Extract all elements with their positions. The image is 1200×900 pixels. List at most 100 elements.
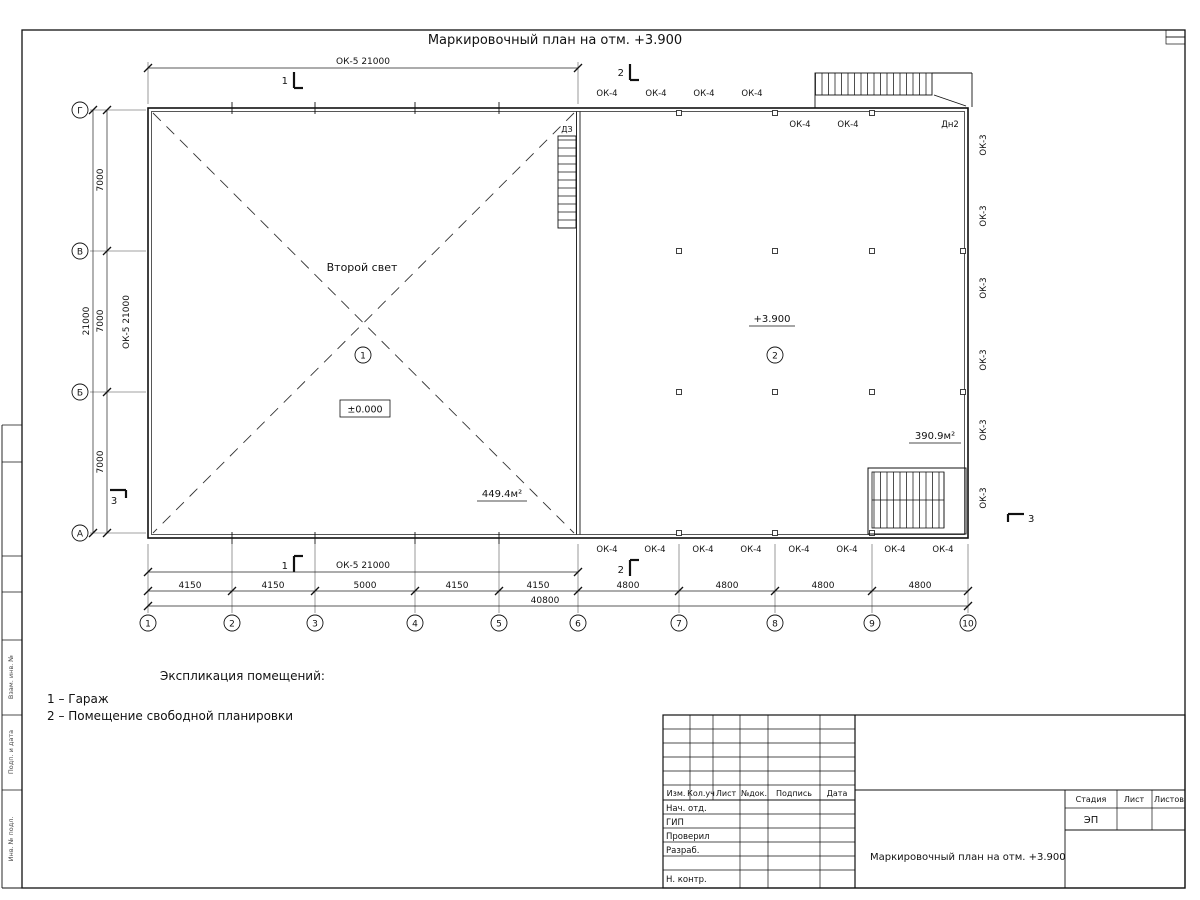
section-3-left: 3 (111, 496, 117, 507)
window-label-ok4: ОК-4 (837, 120, 858, 130)
dim-bottom-seg: 4800 (812, 581, 835, 591)
margin-label-podp: Подп. и дата (7, 730, 15, 774)
axis-number: 4 (412, 620, 418, 630)
stair-top-middle: ДЗ (557, 125, 577, 229)
room2-number: 2 (772, 352, 778, 362)
section-1-bottom: 1 (282, 561, 288, 572)
dim-left-seg: 7000 (96, 168, 106, 191)
window-label-ok4: ОК-4 (788, 545, 809, 555)
axis-numbers-bottom: 1 2 3 4 5 6 7 8 9 10 (145, 620, 974, 630)
tb-doc-title: Маркировочный план на отм. +3.900 (870, 852, 1066, 863)
room1-labels: Второй свет 1 ±0.000 449.4м² (327, 261, 527, 502)
door-label-dn2: Дн2 (941, 120, 959, 130)
axis-letters-left: Г В Б А (77, 107, 84, 540)
stair-dz-label: ДЗ (561, 125, 572, 134)
window-label-ok4: ОК-4 (740, 545, 761, 555)
axis-number: 8 (772, 620, 778, 630)
window-label-ok4: ОК-4 (644, 545, 665, 555)
axis-number: 6 (575, 620, 581, 630)
window-label-ok4: ОК-4 (884, 545, 905, 555)
tb-col-header: №док. (741, 789, 767, 798)
tb-col-header: Подпись (776, 789, 812, 798)
room2-area: 390.9м² (915, 431, 955, 442)
sheet-frame (1, 29, 1186, 889)
tb-row-label: Н. контр. (666, 875, 707, 885)
window-label-ok4: ОК-4 (693, 89, 714, 99)
axis-letter: В (77, 248, 83, 258)
tb-col-header: Лист (716, 789, 737, 798)
window-label-ok3: ОК-3 (979, 277, 989, 298)
tb-sheet-label: Лист (1124, 795, 1145, 804)
title-block (662, 714, 1186, 889)
window-label-ok3: ОК-3 (979, 349, 989, 370)
axis-letter: А (77, 530, 84, 540)
tb-stage-label: Стадия (1076, 795, 1107, 804)
dim-bottom-seg: 4800 (716, 581, 739, 591)
axis-number: 10 (962, 620, 974, 630)
window-label-ok3: ОК-3 (979, 205, 989, 226)
axis-letter: Г (77, 107, 83, 117)
room1-level-box (339, 399, 391, 418)
dim-bottom-seg: 4150 (527, 581, 550, 591)
drawing-title: Маркировочный план на отм. +3.900 (428, 33, 682, 48)
margin-label-inv: Инв. № подл. (7, 817, 15, 862)
axis-number: 9 (869, 620, 875, 630)
section-marks: 1 1 2 2 3 3 (110, 64, 1034, 576)
room1-number: 1 (360, 352, 366, 362)
dim-ok5-top: ОК-5 21000 (336, 57, 390, 67)
axis-number: 2 (229, 620, 235, 630)
dim-bottom-seg: 4800 (909, 581, 932, 591)
tb-row-label: Проверил (666, 832, 710, 842)
window-label-ok3: ОК-3 (979, 419, 989, 440)
window-label-ok4: ОК-4 (836, 545, 857, 555)
section-2-bottom: 2 (618, 565, 624, 576)
window-label-ok4: ОК-4 (596, 89, 617, 99)
window-label-ok4: ОК-4 (645, 89, 666, 99)
room1-number-bubble (354, 346, 372, 364)
window-label-ok4: ОК-4 (692, 545, 713, 555)
tb-col-header: Дата (827, 789, 848, 798)
axis-bubbles-bottom (139, 614, 977, 632)
dim-left-seg: 7000 (96, 309, 106, 332)
tb-row-label: Разраб. (666, 846, 699, 856)
tb-sheets-label: Листов (1154, 795, 1184, 804)
dimensions-bottom: ОК-5 21000 4150 4150 5000 4150 4150 4800… (143, 544, 973, 613)
tb-col-header: Изм. (667, 789, 686, 798)
dimensions-left: 7000 7000 7000 21000 ОК-5 21000 (82, 105, 146, 538)
room2-level: +3.900 (753, 314, 790, 325)
dim-bottom-seg: 4150 (262, 581, 285, 591)
legend-title: Экспликация помещений: (160, 669, 325, 683)
window-labels: ОК-4 ОК-4 ОК-4 ОК-4 ОК-4 ОК-4 Дн2 ОК-4 О… (596, 89, 989, 555)
dim-bottom-seg: 4150 (446, 581, 469, 591)
section-1-top: 1 (282, 76, 288, 87)
window-label-ok3: ОК-3 (979, 487, 989, 508)
legend-item: 2 – Помещение свободной планировки (47, 709, 293, 723)
window-label-ok4: ОК-4 (932, 545, 953, 555)
room1-area: 449.4м² (482, 489, 522, 500)
dimension-top: ОК-5 21000 (143, 57, 583, 104)
room2-labels: +3.900 2 390.9м² (749, 314, 961, 444)
axis-number: 5 (496, 620, 502, 630)
tb-row-label: Нач. отд. (666, 804, 707, 814)
section-3-right: 3 (1028, 514, 1034, 525)
tb-stage-value: ЭП (1084, 815, 1099, 826)
axis-number: 3 (312, 620, 318, 630)
title-block-text: Изм. Кол.уч Лист №док. Подпись Дата Нач.… (666, 789, 1184, 885)
legend-item: 1 – Гараж (47, 692, 109, 706)
columns (676, 110, 966, 536)
dim-bottom-seg: 5000 (354, 581, 377, 591)
dim-left-seg: 7000 (96, 450, 106, 473)
axis-bubbles-left (71, 101, 89, 542)
axis-number: 7 (676, 620, 682, 630)
floor-plan-walls (147, 102, 969, 544)
tb-col-header: Кол.уч (687, 789, 715, 798)
axis-letter: Б (77, 389, 83, 399)
stair-top-right (814, 72, 973, 108)
second-light-cross (152, 112, 575, 534)
section-2-top: 2 (618, 68, 624, 79)
room1-level: ±0.000 (347, 405, 382, 416)
dim-ok5-bottom: ОК-5 21000 (336, 561, 390, 571)
dim-ok5-left: ОК-5 21000 (122, 295, 132, 349)
margin-labels: Взам. инв. № Подп. и дата Инв. № подл. (7, 655, 15, 862)
